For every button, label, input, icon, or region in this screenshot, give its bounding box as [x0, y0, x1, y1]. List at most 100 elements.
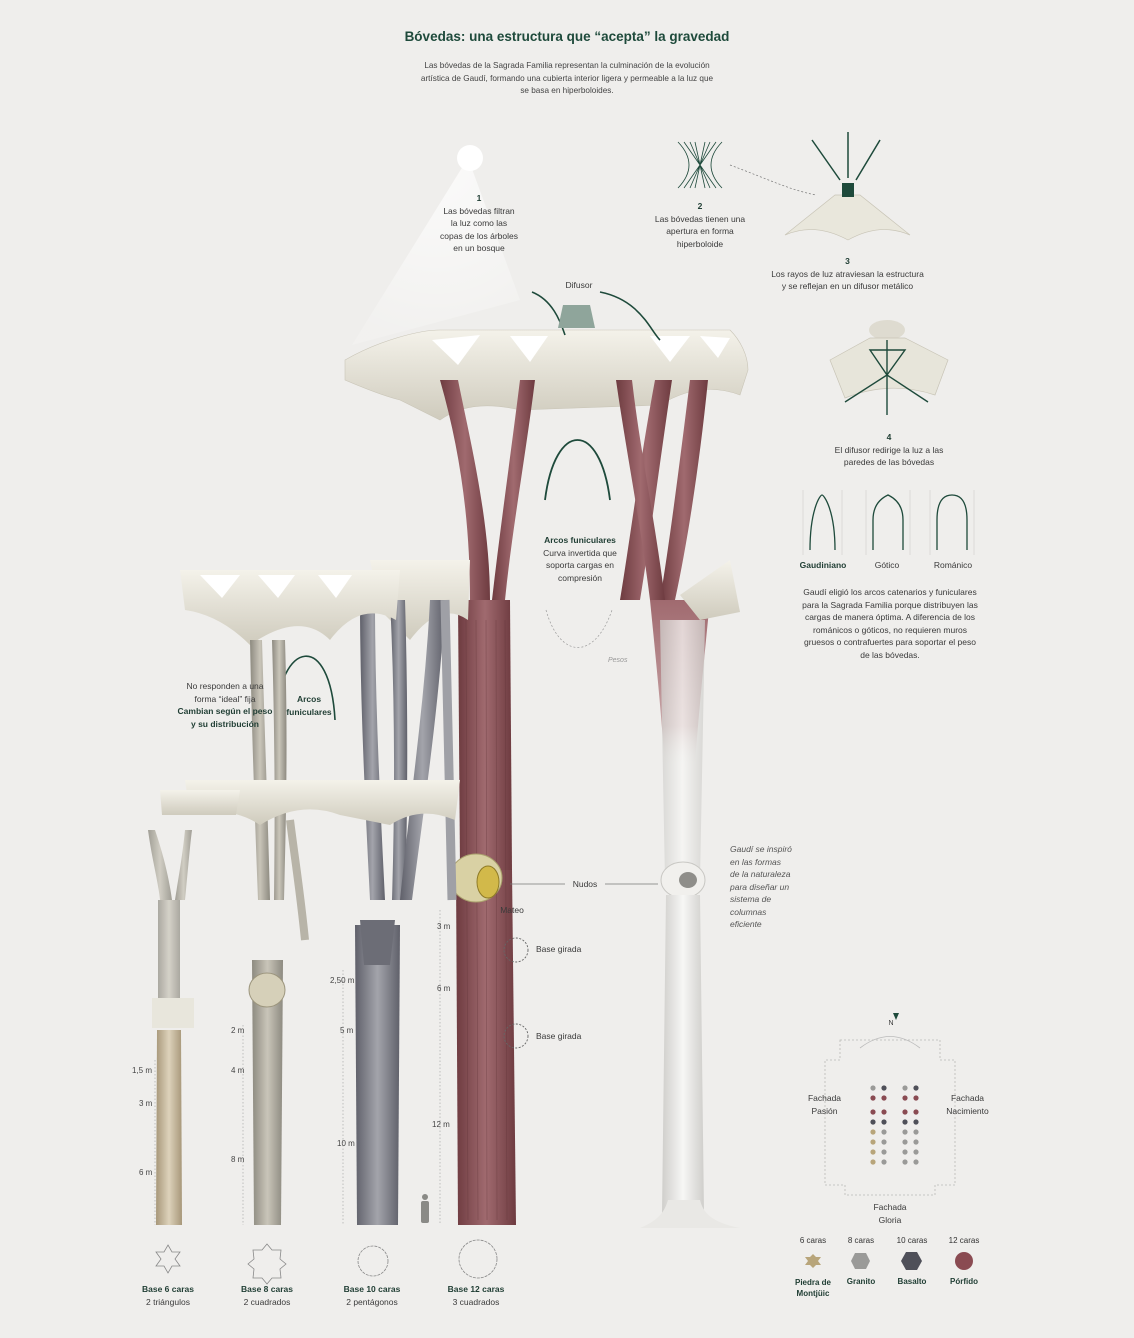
legend-faces-6: 6 caras — [799, 1236, 827, 1245]
base-rotated-1 — [503, 937, 529, 963]
porfido-column — [440, 380, 708, 1225]
human-scale-icon — [421, 1194, 429, 1223]
arcos-funiculares-main: Arcos funiculares Curva invertida que so… — [540, 534, 620, 584]
legend-material-piedra: Piedra de Montjüic — [794, 1278, 831, 1298]
page-title: Bóvedas: una estructura que “acepta” la … — [404, 29, 730, 44]
fachada-nacimiento: Fachada Nacimiento — [946, 1093, 989, 1116]
hyperboloid-icon — [677, 141, 723, 189]
step-1-text: Las bóvedas filtran la luz como las copa… — [440, 205, 518, 254]
arch-explanation: Gaudí eligió los arcos catenarios y funi… — [802, 587, 978, 660]
step-3-number: 3 — [845, 256, 850, 266]
legend-swatches — [805, 1252, 973, 1270]
base-8-name: Base 8 caras — [241, 1284, 293, 1294]
nature-note: Gaudí se inspiró en las formas de la nat… — [730, 844, 792, 929]
plan-column-dot — [902, 1139, 908, 1145]
step-2-number: 2 — [697, 201, 703, 211]
base-12: Base 12 caras 3 cuadrados — [436, 1283, 516, 1308]
measure-c4-1: 3 m — [437, 922, 451, 931]
arch-types — [809, 494, 968, 551]
plan-column-dot — [881, 1159, 887, 1165]
north-label: N — [888, 1020, 894, 1027]
white-column — [640, 560, 740, 1228]
step-4-number: 4 — [886, 432, 892, 442]
legend-faces-10: 10 caras — [896, 1236, 928, 1245]
plan-column-dot — [913, 1119, 919, 1125]
plan-column-dot — [902, 1119, 908, 1125]
arcos-funiculares-small: Arcos funiculares — [286, 694, 332, 717]
plan-column-dot — [870, 1139, 876, 1145]
measure-c1-2: 3 m — [139, 1099, 153, 1108]
arch-romanico: Románico — [933, 560, 973, 570]
basalto-column — [355, 560, 470, 1225]
plan-column-dot — [902, 1129, 908, 1135]
legend-faces-8: 8 caras — [847, 1236, 875, 1245]
step-1: 1 Las bóvedas filtran la luz como las co… — [440, 192, 518, 255]
measure-c4-3: 12 m — [432, 1120, 450, 1129]
measure-c3-3: 10 m — [337, 1139, 355, 1148]
base-10-name: Base 10 caras — [343, 1284, 401, 1294]
base-rotated-label-1: Base girada — [536, 944, 582, 954]
plan-column-dot — [870, 1159, 876, 1165]
measure-c1-1: 1,5 m — [132, 1066, 153, 1075]
plan-column-dot — [881, 1119, 887, 1125]
measure-c3-2: 5 m — [340, 1026, 354, 1035]
funicular-arch-large — [544, 439, 611, 501]
step-3: 3 Los rayos de luz atraviesan la estruct… — [770, 255, 925, 293]
mateo-label: Mateo — [500, 905, 524, 915]
floor-plan — [824, 1013, 956, 1196]
plan-column-dot — [881, 1109, 887, 1115]
plan-column-dot — [913, 1159, 919, 1165]
difusor-label: Difusor — [565, 280, 593, 290]
measure-c2-3: 8 m — [231, 1155, 245, 1164]
plan-column-dot — [881, 1085, 887, 1091]
plan-column-dot — [902, 1159, 908, 1165]
base-10-sub: 2 pentágonos — [346, 1296, 398, 1307]
ideal-note: No responden a una forma “ideal” fija Ca… — [175, 680, 275, 730]
legend-faces-12: 12 caras — [948, 1236, 980, 1245]
plan-column-dot — [881, 1139, 887, 1145]
plan-column-dot — [870, 1149, 876, 1155]
step-2-text: Las bóvedas tienen una apertura en forma… — [654, 213, 746, 249]
plan-column-dot — [881, 1149, 887, 1155]
plan-column-dot — [902, 1109, 908, 1115]
plan-column-dot — [870, 1119, 876, 1125]
base-12-name: Base 12 caras — [447, 1284, 505, 1294]
inverted-curve — [545, 609, 613, 648]
legend-material-granito: Granito — [846, 1277, 876, 1286]
plan-column-dot — [913, 1109, 919, 1115]
plan-column-dot — [881, 1129, 887, 1135]
measure-c1-3: 6 m — [139, 1168, 153, 1177]
plan-column-dot — [870, 1109, 876, 1115]
step-4: 4 El difusor redirige la luz a las pared… — [830, 431, 948, 469]
piedra-column — [148, 790, 240, 1225]
measure-lines — [154, 910, 441, 1225]
step-4-text: El difusor redirige la luz a las paredes… — [834, 444, 944, 468]
step-3-text: Los rayos de luz atraviesan la estructur… — [771, 268, 924, 292]
base-rotated-label-2: Base girada — [536, 1031, 582, 1041]
plan-column-dot — [870, 1095, 876, 1101]
plan-column-dot — [870, 1129, 876, 1135]
measure-c3-1: 2,50 m — [330, 976, 355, 985]
vault-rays-icon — [784, 132, 911, 241]
measure-c4-2: 6 m — [437, 984, 451, 993]
plan-column-dot — [913, 1085, 919, 1091]
plan-column-dot — [870, 1085, 876, 1091]
base-shapes — [155, 1239, 498, 1285]
base-8-sub: 2 cuadrados — [243, 1296, 291, 1307]
nudos-label: Nudos — [572, 879, 598, 889]
plan-column-dot — [913, 1095, 919, 1101]
step-2: 2 Las bóvedas tienen una apertura en for… — [645, 200, 755, 250]
fachada-gloria: Fachada Gloria — [873, 1202, 907, 1225]
plan-column-dot — [902, 1149, 908, 1155]
base-10: Base 10 caras 2 pentágonos — [332, 1283, 412, 1308]
arch-gaudiniano: Gaudiniano — [799, 560, 847, 570]
fachada-pasion: Fachada Pasión — [807, 1093, 842, 1116]
plan-column-dot — [902, 1095, 908, 1101]
plan-column-dot — [902, 1085, 908, 1091]
ideal-note-line2: Cambian según el peso y su distribución — [177, 706, 273, 729]
diffuser-vault-icon — [829, 320, 949, 415]
granito-column — [180, 570, 460, 1225]
base-rotated-2 — [503, 1023, 529, 1049]
